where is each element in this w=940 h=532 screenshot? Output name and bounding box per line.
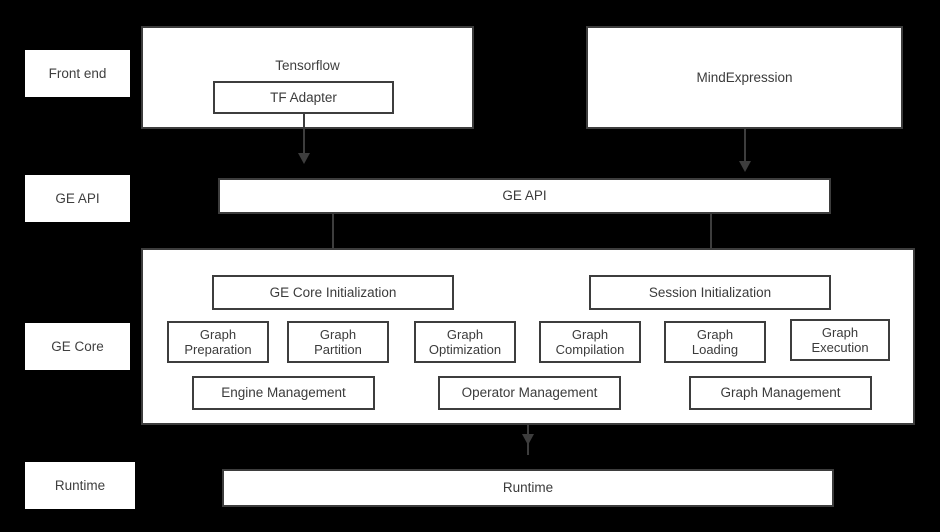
module-graph-partition[interactable]: Graph Partition — [287, 321, 389, 363]
runtime-bar[interactable]: Runtime — [222, 469, 834, 507]
module-graph-compilation-line1: Graph — [571, 326, 609, 342]
session-initialization-box[interactable]: Session Initialization — [589, 275, 831, 310]
connector-mindexpression-to-ge-api-arrowhead — [739, 161, 751, 172]
operator-management-box[interactable]: Operator Management — [438, 376, 621, 410]
connector-mindexpression-to-ge-api-line — [744, 129, 746, 162]
layer-label-ge-core: GE Core — [25, 323, 130, 370]
tensorflow-title: Tensorflow — [275, 58, 340, 73]
module-graph-execution[interactable]: Graph Execution — [790, 319, 890, 361]
ge-api-bar[interactable]: GE API — [218, 178, 831, 214]
connector-ge-api-to-ge-core-init-line — [332, 214, 334, 253]
graph-management-box[interactable]: Graph Management — [689, 376, 872, 410]
layer-label-runtime: Runtime — [25, 462, 135, 509]
module-graph-preparation-line2: Preparation — [184, 342, 252, 357]
layer-label-front-end: Front end — [25, 50, 130, 97]
connector-ge-api-to-session-init-line — [710, 214, 712, 253]
module-graph-compilation[interactable]: Graph Compilation — [539, 321, 641, 363]
module-graph-optimization-line2: Optimization — [428, 342, 502, 357]
engine-management-box[interactable]: Engine Management — [192, 376, 375, 410]
module-graph-loading-line1: Graph — [696, 326, 734, 342]
module-graph-optimization[interactable]: Graph Optimization — [414, 321, 516, 363]
module-graph-partition-line2: Partition — [314, 342, 362, 357]
layer-label-ge-api: GE API — [25, 175, 130, 222]
connector-tf-adapter-to-ge-api-arrowhead — [298, 153, 310, 164]
module-graph-optimization-line1: Graph — [446, 326, 484, 342]
module-graph-compilation-line2: Compilation — [555, 342, 625, 357]
module-graph-loading-line2: Loading — [691, 342, 739, 357]
connector-tf-adapter-to-ge-api-line — [303, 114, 305, 154]
module-graph-execution-line2: Execution — [811, 340, 869, 355]
module-graph-loading[interactable]: Graph Loading — [664, 321, 766, 363]
tf-adapter-box[interactable]: TF Adapter — [213, 81, 394, 114]
module-graph-partition-line1: Graph — [319, 326, 357, 342]
mindexpression-box[interactable]: MindExpression — [586, 26, 903, 129]
module-graph-preparation[interactable]: Graph Preparation — [167, 321, 269, 363]
module-graph-preparation-line1: Graph — [199, 326, 237, 342]
connector-ge-core-to-runtime-arrowhead — [522, 434, 534, 445]
ge-core-initialization-box[interactable]: GE Core Initialization — [212, 275, 454, 310]
module-graph-execution-line1: Graph — [821, 324, 859, 340]
